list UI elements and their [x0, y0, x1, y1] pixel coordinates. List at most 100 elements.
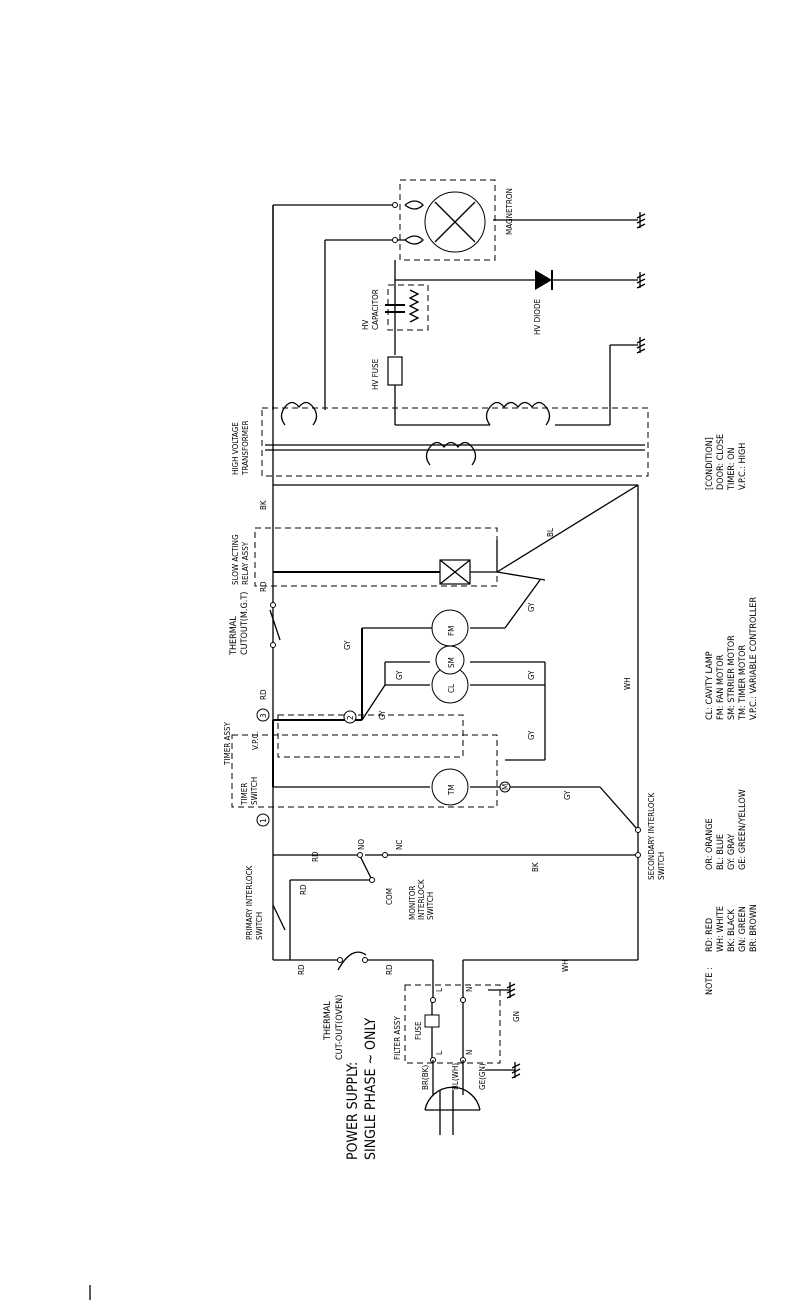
magnetron: [392, 179, 496, 261]
monitor-com: COM: [385, 888, 394, 905]
wire-bl: BL: [546, 528, 555, 537]
wire-gy-7: GY: [563, 790, 572, 800]
labels: POWER SUPPLY: SINGLE PHASE ~ ONLY THERMA…: [223, 188, 759, 1160]
power-plug-icon: [424, 1060, 481, 1135]
wire-wh-2: WH: [623, 677, 632, 690]
node-3: 3: [259, 713, 268, 718]
timer-switch-line2: SWITCH: [250, 777, 259, 805]
hv-transformer: [261, 401, 649, 477]
filter-fuse-label: FUSE: [414, 1021, 423, 1040]
wire-bk-1: BK: [259, 500, 268, 510]
filter-n-top: N: [465, 987, 474, 992]
monitor-interlock-switch: [357, 852, 388, 883]
tm-label: TM: [447, 784, 456, 796]
abbrev-note-0: CL: CAVITY LAMP: [705, 651, 715, 720]
transformer-line2: TRANSFORMER: [241, 420, 250, 476]
color-note-0: RD: RED: [705, 918, 715, 952]
filter-title: FILTER ASSY: [393, 1016, 402, 1060]
primary-interlock-line2: SWITCH: [255, 912, 264, 940]
monitor-no: NO: [357, 839, 366, 850]
condition-1: DOOR: CLOSE: [716, 434, 726, 490]
motor-sm: SM: [447, 657, 456, 668]
motor-cl: CL: [447, 684, 456, 693]
motors: [431, 609, 469, 704]
power-supply-line2: SINGLE PHASE ~ ONLY: [363, 1017, 379, 1160]
monitor-interlock-line1: MONITOR: [408, 886, 417, 920]
color-note-4: BR: BROWN: [749, 904, 759, 952]
secondary-interlock-line1: SECONDARY INTERLOCK: [647, 792, 656, 880]
color-note-3: GN: GREEN: [738, 906, 748, 952]
abbrev-note-1: FM: FAN MOTOR: [716, 654, 726, 720]
thermal-oven-line1: THERMAL: [323, 1001, 333, 1041]
monitor-interlock-line3: SWITCH: [426, 892, 435, 920]
magnetron-label: MAGNETRON: [505, 188, 514, 235]
plug-bl: BL(WH): [451, 1063, 460, 1090]
wire-rd-1: RD: [297, 964, 306, 975]
node-m: M: [501, 784, 510, 790]
node-2: 2: [346, 715, 355, 720]
vpc-label: V.P.C.: [251, 731, 260, 750]
wire-bk-2: BK: [531, 862, 540, 872]
wire-rd-2: RD: [385, 964, 394, 975]
filter-n-bottom: N: [465, 1050, 474, 1055]
filter-l-bottom: L: [435, 1051, 444, 1055]
relay-line2: RELAY ASSY: [241, 541, 250, 585]
thermal-oven-line2: CUT-OUT(OVEN): [335, 995, 345, 1060]
node-1: 1: [259, 818, 268, 823]
abbrev-note-3: TM: TIMER MOTOR: [738, 644, 748, 721]
color-note-2: BK: BLACK: [727, 909, 737, 952]
filter-assy: [404, 984, 501, 1064]
wire-rd-6: RD: [259, 581, 268, 592]
color-note2-0: OR: ORANGE: [705, 818, 715, 870]
hv-fuse-label: HV FUSE: [371, 358, 380, 390]
timer-assy-title: TIMER ASSY: [223, 721, 232, 766]
plug-br: BR(BK): [421, 1065, 430, 1090]
abbrev-note-2: SM: STRRIER MOTOR: [727, 635, 737, 720]
monitor-nc: NC: [395, 840, 404, 850]
color-note2-1: BL: BLUE: [716, 834, 726, 870]
hv-diode: [535, 270, 553, 290]
plug-ge: GE(GN): [478, 1063, 487, 1090]
wire-gy-6: GY: [527, 730, 536, 740]
thermal-cutout-oven: [337, 951, 368, 971]
thermal-cutout-mgt: [270, 602, 276, 648]
wire-wh-1: WH: [561, 959, 570, 972]
filter-l-top: L: [435, 988, 444, 992]
wire-gy-2: GY: [378, 710, 387, 720]
timer-assy: [231, 708, 511, 827]
wire-gn: GN: [512, 1011, 521, 1022]
timer-switch-line1: TIMER: [240, 783, 249, 806]
thermal-mgt-line2: CUTOUT(M.G.T): [240, 592, 250, 655]
secondary-interlock-line2: SWITCH: [657, 852, 666, 880]
note-title: NOTE :: [705, 967, 715, 995]
abbrev-note-4: V.P.C.: VARIABLE CONTROLLER: [749, 597, 759, 720]
secondary-interlock-switch: [635, 827, 641, 858]
relay-line1: SLOW ACTING: [231, 534, 240, 585]
stirrer-motor-circle: [435, 645, 465, 675]
motor-fm: FM: [447, 626, 456, 636]
wire-gy-3: GY: [395, 670, 404, 680]
hv-diode-label: HV DIODE: [533, 299, 542, 335]
primary-interlock-line1: PRIMARY INTERLOCK: [245, 865, 254, 940]
hv-capacitor-line1: HV: [361, 320, 370, 330]
wire-gy-4: GY: [527, 670, 536, 680]
condition-2: TIMER: ON: [727, 447, 737, 491]
primary-interlock-switch: [272, 904, 286, 931]
hv-fuse: [387, 356, 403, 386]
hv-capacitor-line2: CAPACITOR: [371, 289, 380, 330]
condition-0: [CONDITION]: [705, 437, 715, 490]
wire-gy-1: GY: [343, 640, 352, 650]
ground-symbols: [485, 212, 646, 1079]
main-wires: [269, 204, 639, 1000]
wire-rd-5: RD: [259, 689, 268, 700]
color-note2-2: GY: GRAY: [727, 834, 737, 870]
slow-acting-relay: [254, 527, 498, 587]
color-note2-3: GE: GREEN/YELLOW: [738, 789, 748, 870]
monitor-interlock-line2: INTERLOCK: [417, 879, 426, 920]
condition-3: V.P.C.: HIGH: [738, 443, 748, 490]
transformer-line1: HIGH VOLTAGE: [231, 422, 240, 475]
wire-gy-5: GY: [527, 602, 536, 612]
power-supply-line1: POWER SUPPLY:: [345, 1062, 361, 1160]
hv-capacitor: [385, 284, 429, 331]
